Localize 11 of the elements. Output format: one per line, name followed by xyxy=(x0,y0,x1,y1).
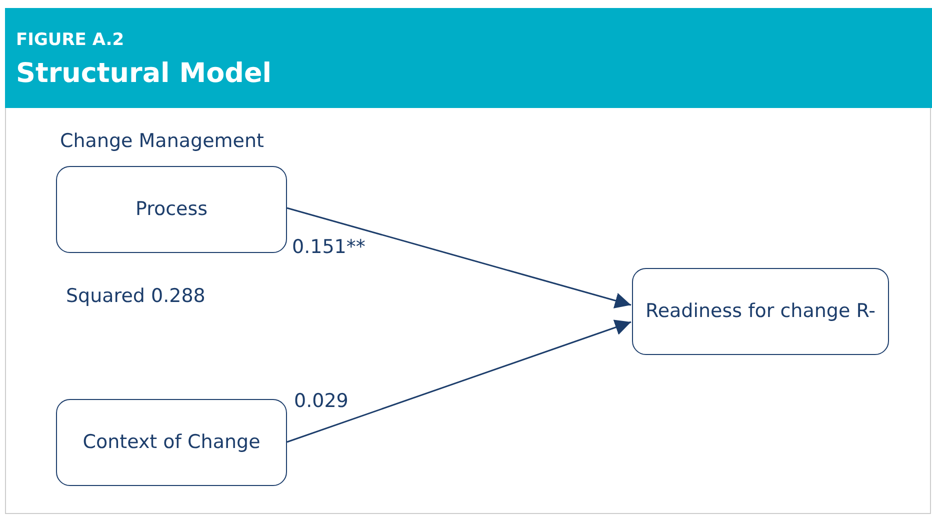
edge-label: 0.029 xyxy=(294,390,348,412)
figure-title: Structural Model xyxy=(16,58,272,89)
text-label: Change Management xyxy=(60,130,264,152)
construct-box: Context of Change xyxy=(56,399,287,486)
arrow xyxy=(286,320,632,443)
edge-label: 0.151** xyxy=(292,236,366,258)
construct-box: Process xyxy=(56,166,287,253)
arrow xyxy=(286,207,632,308)
text-label: Squared 0.288 xyxy=(66,285,206,307)
figure-number: FIGURE A.2 xyxy=(16,30,124,50)
construct-box: Readiness for change R- xyxy=(632,268,889,355)
